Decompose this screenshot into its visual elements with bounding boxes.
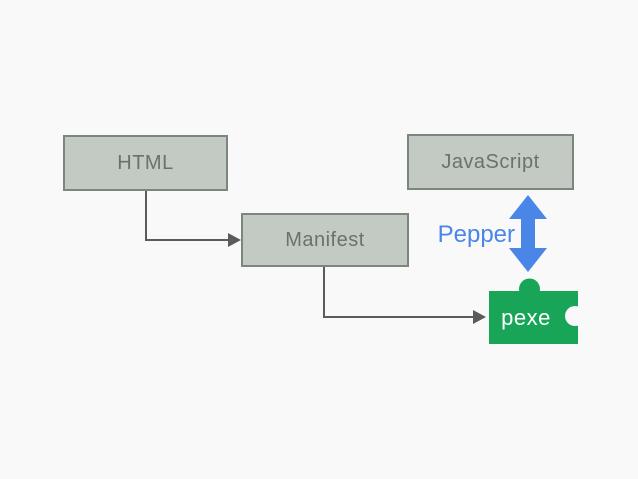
- node-manifest-label: Manifest: [285, 228, 365, 251]
- node-javascript: JavaScript: [407, 134, 574, 190]
- node-manifest: Manifest: [241, 213, 409, 267]
- puzzle-piece-knob: [519, 278, 540, 300]
- connector-manifest-to-pexe-vertical: [323, 267, 325, 317]
- arrowhead-icon: [473, 310, 486, 324]
- pepper-label: Pepper: [437, 221, 515, 248]
- arrowhead-icon: [228, 233, 241, 247]
- node-html-label: HTML: [117, 151, 174, 174]
- connector-html-to-manifest-vertical: [145, 191, 147, 240]
- puzzle-piece-icon: [489, 278, 585, 344]
- bidirectional-arrow-icon: [509, 195, 547, 272]
- node-javascript-label: JavaScript: [441, 150, 540, 173]
- connector-manifest-to-pexe-horizontal: [323, 316, 473, 318]
- puzzle-piece-body: [489, 291, 578, 344]
- bidirectional-arrow-shape: [509, 195, 547, 272]
- connector-html-to-manifest-horizontal: [145, 239, 228, 241]
- puzzle-piece-notch: [565, 306, 585, 326]
- node-html: HTML: [63, 135, 228, 191]
- node-pexe-label: pexe: [501, 304, 551, 330]
